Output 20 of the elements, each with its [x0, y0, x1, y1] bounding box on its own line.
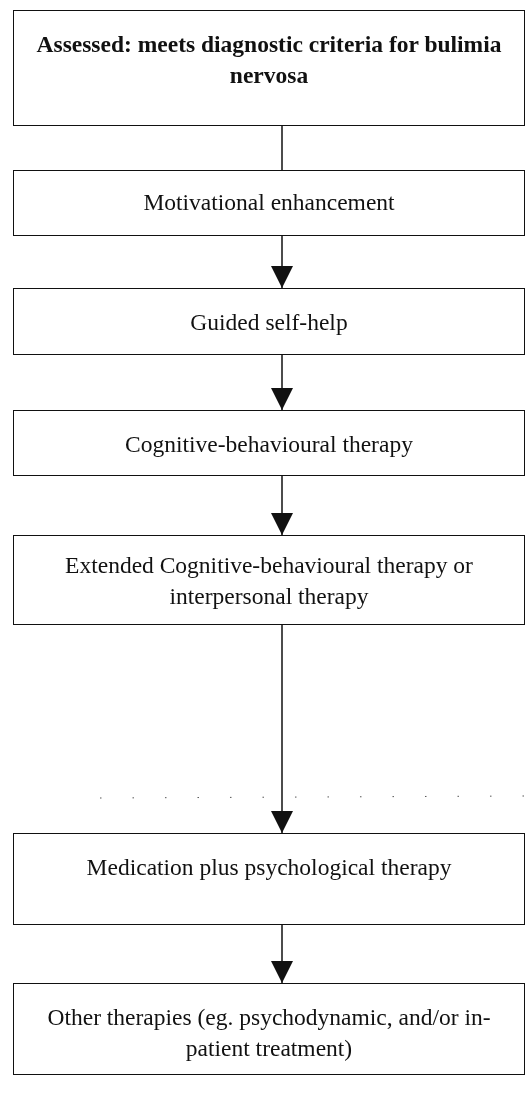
process-box: [13, 535, 525, 625]
arrow: [271, 235, 293, 289]
process-box: [13, 170, 525, 236]
process-box: [13, 10, 525, 126]
process-box: [13, 833, 525, 925]
box-text: Guided self-help: [189, 308, 349, 337]
arrow: [271, 624, 293, 834]
arrow: [271, 475, 293, 536]
connector-line: [281, 125, 283, 171]
process-box: [13, 410, 525, 476]
box-heading: Assessed: meets diagnostic criteria for bulimia nervosa: [35, 30, 503, 90]
box-text: Medication plus psychological therapy: [85, 853, 453, 882]
box-text: Cognitive-behavioural therapy: [124, 430, 414, 459]
box-text: Extended Cognitive-behavioural therapy or interpersonal therapy: [64, 551, 474, 611]
process-box: [13, 288, 525, 355]
arrow: [271, 354, 293, 411]
box-text: Other therapies (eg. psychodynamic, and/or in-patient treatment): [46, 1003, 492, 1063]
arrow: [271, 924, 293, 984]
box-text: Motivational enhancement: [142, 188, 396, 217]
process-box: [13, 983, 525, 1075]
